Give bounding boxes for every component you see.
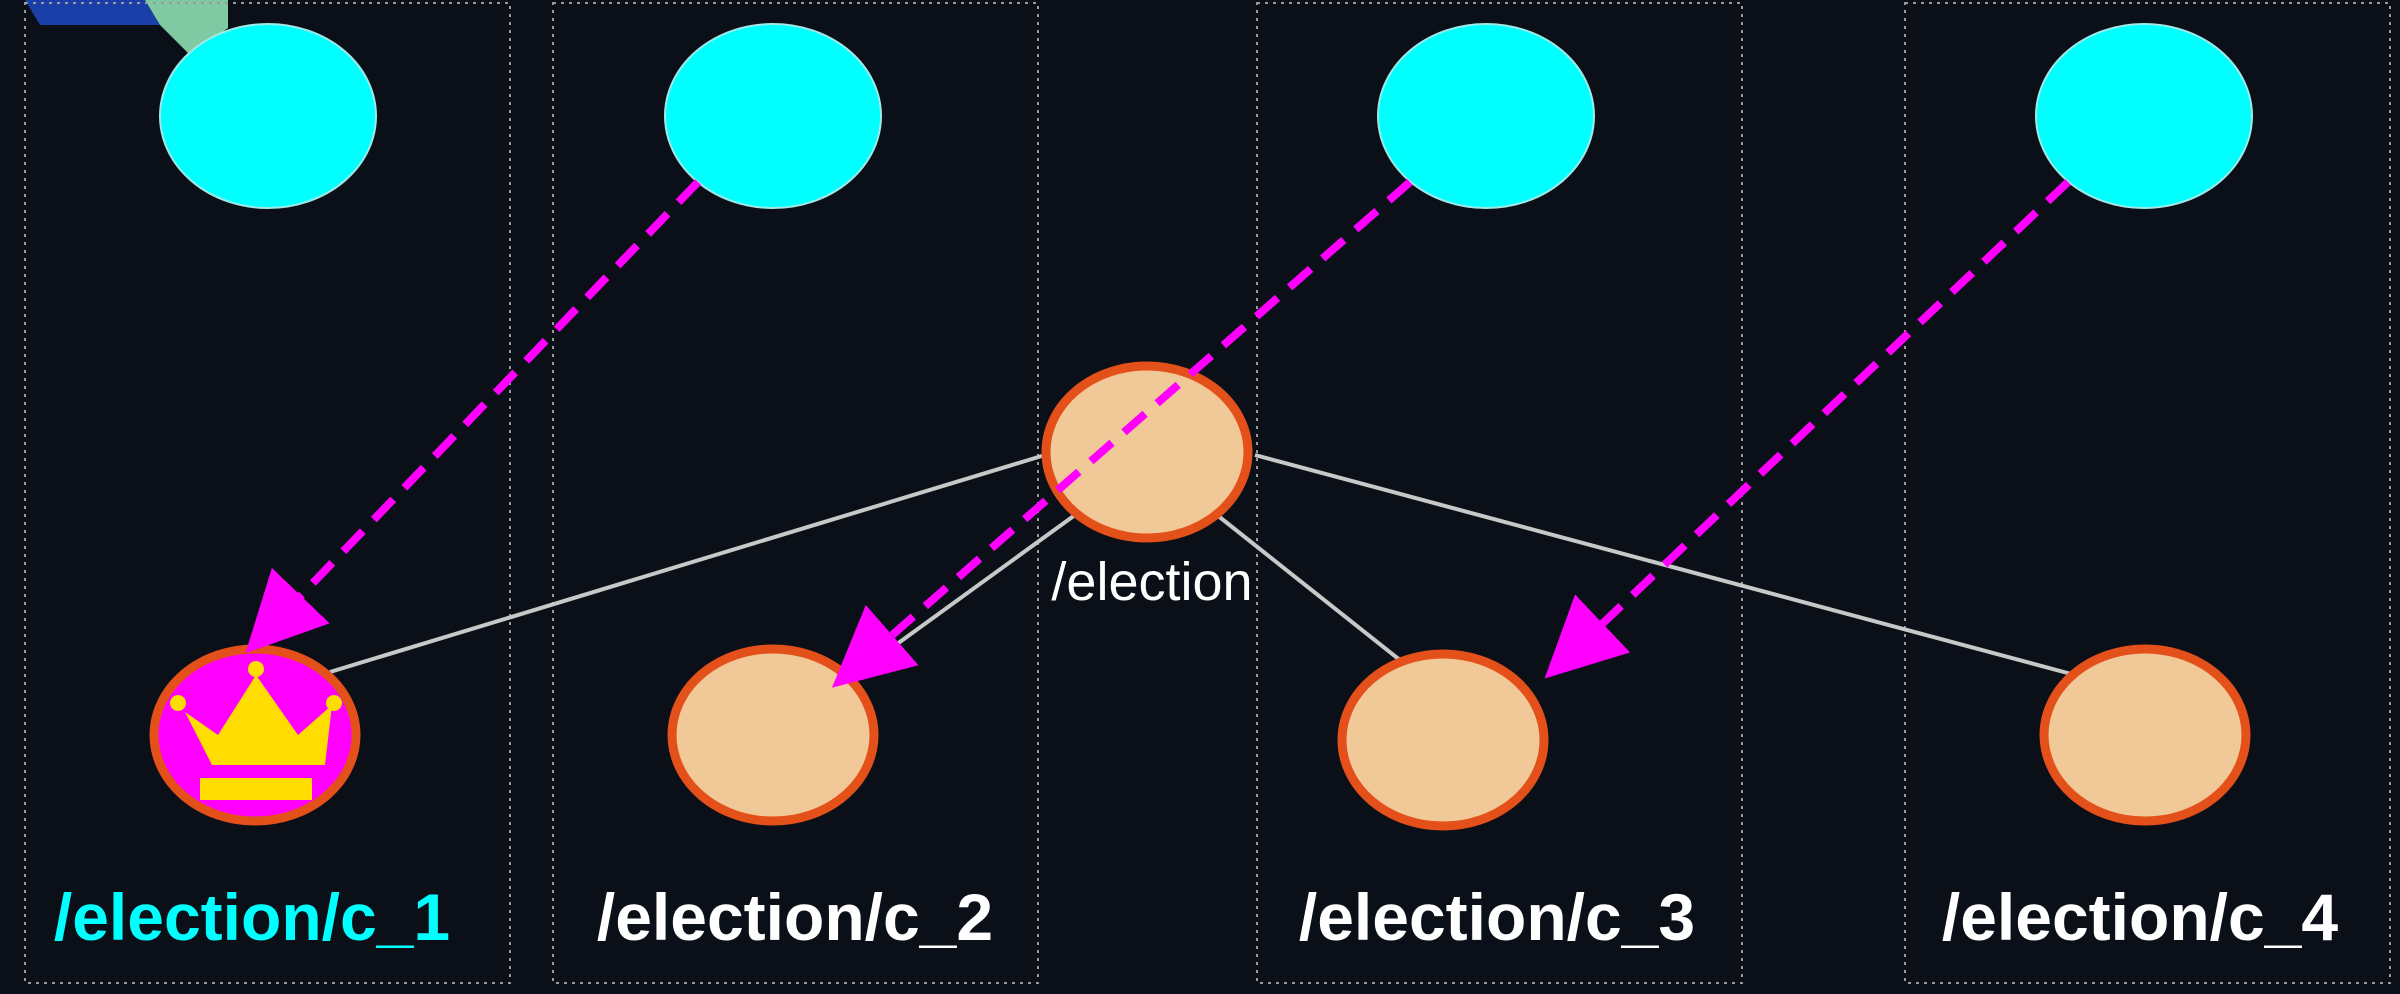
edge-root-c3 (1215, 513, 1417, 674)
client-node-4 (2035, 23, 2253, 209)
znode-c3-label: /election/c_3 (1299, 880, 1695, 954)
column-boxes (24, 2, 2391, 984)
watch-arrows (245, 178, 2071, 688)
edge-root-c1 (329, 453, 1046, 674)
client-nodes (159, 23, 2253, 209)
znode-c2 (667, 644, 879, 826)
crown-icon (170, 661, 342, 800)
znode-c1-label: /election/c_1 (54, 880, 450, 954)
znode-c4 (2039, 644, 2251, 826)
column-box-c4 (1904, 2, 2391, 984)
znode-c4-label: /election/c_4 (1942, 880, 2338, 954)
znode-c2-label: /election/c_2 (597, 880, 993, 954)
column-box-c2 (552, 2, 1039, 984)
watch-arrow-client2-c1 (245, 179, 701, 654)
column-box-c3 (1256, 2, 1743, 984)
edge-root-c2 (873, 513, 1077, 662)
client-node-2 (664, 23, 882, 209)
watch-arrow-client3-c2 (831, 178, 1413, 688)
client-node-3 (1377, 23, 1595, 209)
root-znode-label: /election (1051, 552, 1252, 612)
column-box-c1 (24, 2, 511, 984)
watch-arrow-client4-c3 (1544, 179, 2071, 679)
znode-c3 (1337, 649, 1549, 831)
root-znode (1041, 361, 1253, 543)
client-node-1 (159, 23, 377, 209)
child-znodes (149, 644, 2251, 831)
